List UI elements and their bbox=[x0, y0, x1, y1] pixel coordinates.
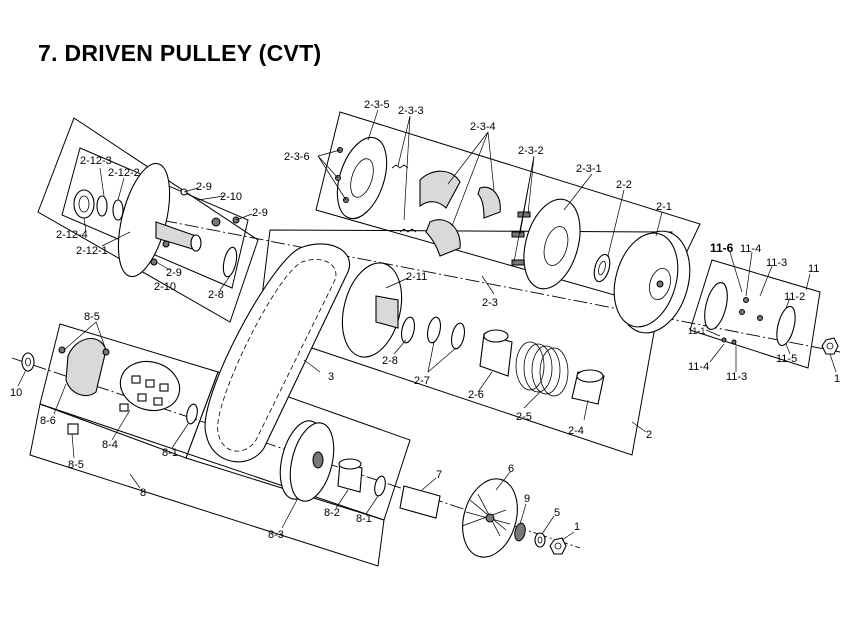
drive-belt-3 bbox=[204, 243, 351, 463]
callout-2-8-a: 2-8 bbox=[208, 289, 224, 301]
callout-labels: 2-3-5 2-3-3 2-3-4 2-3-6 2-3-2 2-3-1 2-2 … bbox=[10, 99, 840, 541]
washer-5 bbox=[534, 532, 546, 548]
callout-11-2: 11-2 bbox=[784, 291, 805, 303]
callout-6: 6 bbox=[508, 463, 514, 475]
callout-2-8-b: 2-8 bbox=[382, 355, 398, 367]
callout-2-3-5: 2-3-5 bbox=[364, 99, 390, 111]
clutch-spring-2-3-3 bbox=[391, 164, 417, 233]
callout-2-12-4: 2-12-4 bbox=[56, 229, 88, 241]
guide-pin-2-9 bbox=[150, 188, 240, 266]
o-ring-2-7 bbox=[426, 316, 466, 350]
callout-8-5-b: 8-5 bbox=[68, 459, 84, 471]
callout-8: 8 bbox=[140, 487, 146, 499]
callout-8-3: 8-3 bbox=[268, 529, 284, 541]
callout-2-1: 2-1 bbox=[656, 201, 672, 213]
movable-drive-face-8-3 bbox=[279, 420, 335, 502]
callout-2: 2 bbox=[646, 429, 652, 441]
seal-2-12-4 bbox=[73, 189, 95, 219]
callout-2-5: 2-5 bbox=[516, 411, 532, 423]
o-ring-8-1 bbox=[374, 475, 386, 497]
bearing-2-8 bbox=[400, 316, 416, 344]
collar-8-1 bbox=[186, 403, 198, 425]
leader-lines bbox=[17, 109, 837, 541]
o-ring-2-12-3 bbox=[96, 195, 124, 221]
callout-2-2: 2-2 bbox=[616, 179, 632, 191]
clutch-housing-2-1 bbox=[613, 230, 691, 334]
callout-3: 3 bbox=[328, 371, 334, 383]
frame-clutch-cover-11 bbox=[689, 259, 821, 369]
clutch-shoe-plate-2-3-5 bbox=[335, 136, 388, 220]
page-title: 7. DRIVEN PULLEY (CVT) bbox=[38, 40, 322, 66]
cam-collar-2-6 bbox=[479, 329, 513, 377]
callout-2-3-4: 2-3-4 bbox=[470, 121, 496, 133]
callout-2-12-3: 2-12-3 bbox=[80, 155, 112, 167]
callout-8-5-a: 8-5 bbox=[84, 311, 100, 323]
callout-2-7: 2-7 bbox=[414, 375, 430, 387]
callout-11-6: 11-6 bbox=[710, 241, 734, 255]
callout-7: 7 bbox=[436, 469, 442, 481]
callout-2-11: 2-11 bbox=[406, 271, 427, 283]
axis-driven-shaft bbox=[119, 211, 841, 353]
spring-seat-2-4 bbox=[571, 369, 605, 405]
ramp-plate-8-6 bbox=[58, 337, 110, 397]
weight-roller-8-4 bbox=[119, 360, 181, 412]
collar-2-8 bbox=[222, 246, 238, 278]
fixed-sheave-2-11 bbox=[341, 262, 403, 358]
spacer-7 bbox=[399, 485, 441, 519]
sliding-sheave-2-12-1 bbox=[117, 162, 202, 278]
callout-9: 9 bbox=[524, 493, 530, 505]
callout-8-1-a: 8-1 bbox=[162, 447, 178, 459]
callout-8-6: 8-6 bbox=[40, 415, 56, 427]
callout-2-6: 2-6 bbox=[468, 389, 484, 401]
clutch-cover-11-2 bbox=[704, 282, 796, 347]
callout-2-12-1: 2-12-1 bbox=[76, 245, 108, 257]
callout-11-4-a: 11-4 bbox=[740, 243, 761, 255]
callout-2-3-3: 2-3-3 bbox=[398, 105, 424, 117]
callout-2-3: 2-3 bbox=[482, 297, 498, 309]
clutch-hub-2-3-1 bbox=[511, 198, 581, 290]
slider-8-5 bbox=[67, 423, 79, 435]
frame-sliding-sheave-2-12 bbox=[37, 117, 259, 323]
washer-9 bbox=[514, 522, 526, 542]
callout-11-5: 11-5 bbox=[776, 353, 797, 365]
frame-inner-2-12 bbox=[61, 147, 249, 289]
washer-2-2 bbox=[593, 253, 611, 283]
callout-2-3-6: 2-3-6 bbox=[284, 151, 310, 163]
callout-5: 5 bbox=[554, 507, 560, 519]
callout-11-1: 11-1 bbox=[688, 326, 705, 336]
nut-1-top bbox=[821, 337, 839, 355]
callout-1-top: 1 bbox=[834, 373, 840, 385]
callout-10: 10 bbox=[10, 387, 22, 399]
callout-1-bottom: 1 bbox=[574, 521, 580, 533]
callout-11: 11 bbox=[808, 263, 819, 275]
callout-2-9-a: 2-9 bbox=[196, 181, 212, 193]
washer-10 bbox=[21, 352, 35, 372]
nut-1-bottom bbox=[549, 537, 567, 555]
compression-spring-2-5 bbox=[515, 341, 569, 397]
callout-2-10-a: 2-10 bbox=[220, 191, 242, 203]
callout-8-1-b: 8-1 bbox=[356, 513, 372, 525]
drive-face-fan-6 bbox=[461, 478, 518, 558]
frame-fixed-sheave-8-3 bbox=[185, 371, 411, 521]
callout-11-4-b: 11-4 bbox=[688, 361, 709, 373]
callout-2-9-b: 2-9 bbox=[252, 207, 268, 219]
callout-2-9-c: 2-9 bbox=[166, 267, 182, 279]
callout-2-4: 2-4 bbox=[568, 425, 584, 437]
bushing-8-2 bbox=[337, 458, 363, 493]
callout-2-10-b: 2-10 bbox=[154, 281, 176, 293]
callout-2-12-2: 2-12-2 bbox=[108, 167, 140, 179]
callout-2-3-2: 2-3-2 bbox=[518, 145, 544, 157]
callout-8-4: 8-4 bbox=[102, 439, 118, 451]
callout-11-3-b: 11-3 bbox=[726, 371, 747, 383]
callout-8-2: 8-2 bbox=[324, 507, 340, 519]
callout-11-3-a: 11-3 bbox=[766, 257, 787, 269]
callout-2-3-1: 2-3-1 bbox=[576, 163, 602, 175]
clutch-shoe-2-3-4 bbox=[419, 170, 501, 257]
frame-drive-pulley-8 bbox=[29, 403, 385, 567]
